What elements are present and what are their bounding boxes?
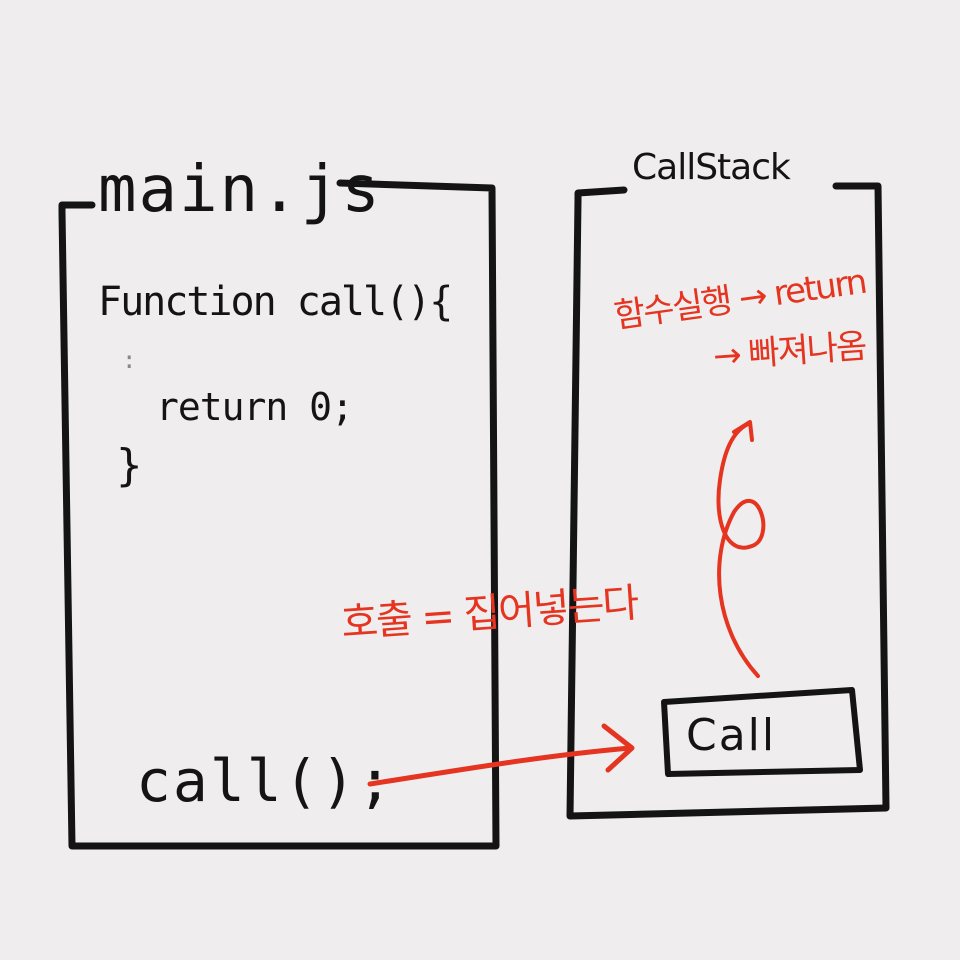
code-call-statement: call(); — [136, 747, 395, 815]
main-js-box — [58, 179, 500, 850]
code-function-declaration: Function call(){ — [98, 279, 453, 325]
code-return-statement: return 0; — [156, 385, 354, 429]
push-arrow-head — [601, 723, 635, 773]
code-closing-brace: } — [116, 440, 143, 491]
callstack-box — [566, 182, 890, 820]
push-arrow — [367, 745, 633, 787]
callstack-title: CallStack — [632, 147, 791, 188]
code-ellipsis: : — [122, 346, 137, 374]
main-js-title: main.js — [98, 153, 382, 227]
return-note-line-2: → 빠져나옴 — [711, 326, 867, 377]
call-frame-box — [661, 687, 863, 777]
pop-arrow — [716, 422, 766, 678]
pop-arrow-head — [732, 420, 754, 442]
call-frame-label: Call — [686, 710, 777, 761]
